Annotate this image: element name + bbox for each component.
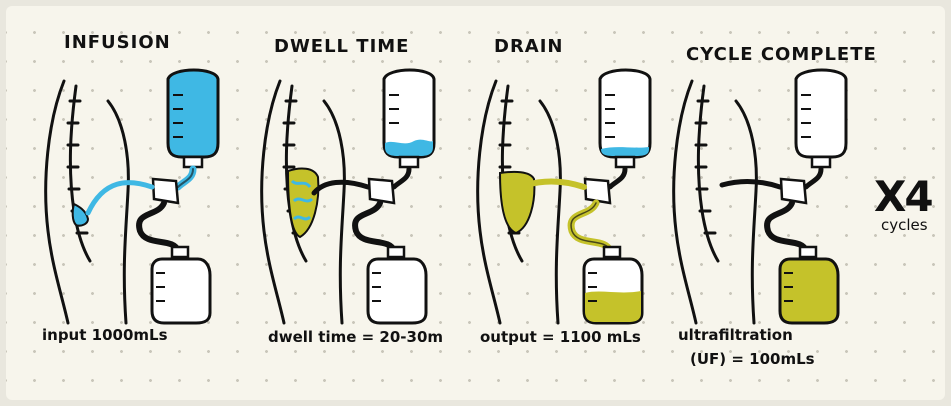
caption-uf-volume: (UF) = 100mLs: [690, 350, 815, 368]
body-silhouette-icon: [478, 81, 500, 323]
drain-bag-icon: [368, 247, 426, 323]
scene-dwell-time: [244, 61, 444, 323]
drain-bag-icon: [152, 247, 210, 323]
catheter-tube: [88, 183, 152, 213]
caption-input: input 1000mLs: [42, 326, 168, 344]
drain-bag-level: [585, 291, 641, 322]
step-title-dwell-time: DWELL TIME: [274, 36, 409, 57]
three-way-connector-icon: [781, 179, 806, 203]
three-way-connector-icon: [585, 179, 610, 203]
catheter-tube: [314, 182, 368, 193]
step-title-infusion: INFUSION: [64, 32, 171, 53]
scene-cycle-complete: [656, 61, 856, 323]
abdomen-outline: [108, 101, 128, 323]
mixed-fluid-fill: [288, 169, 318, 237]
three-way-connector-icon: [153, 179, 178, 203]
dialysate-bag-icon: [796, 70, 846, 167]
dialysate-bag-icon: [600, 70, 650, 167]
body-silhouette-icon: [674, 81, 696, 323]
cycles-label: cycles: [881, 216, 928, 234]
step-title-drain: DRAIN: [494, 36, 564, 57]
drain-bag-icon: [780, 247, 838, 323]
diagram-card: INFUSION: [6, 6, 945, 400]
spine-icon: [70, 86, 90, 261]
dialysate-fill: [73, 204, 88, 226]
body-silhouette-icon: [46, 81, 68, 323]
scene-infusion: [28, 61, 228, 323]
drain-tube: [139, 203, 178, 251]
drain-tube: [767, 203, 806, 251]
abdomen-outline: [324, 101, 344, 323]
caption-output: output = 1100 mLs: [480, 328, 641, 346]
body-silhouette-icon: [262, 81, 284, 323]
cycle-multiplier: X4: [874, 176, 932, 218]
scene-drain: [460, 61, 660, 323]
catheter-tube: [722, 182, 780, 188]
drain-tube: [355, 203, 394, 251]
three-way-connector-icon: [369, 179, 394, 203]
dialysate-bag-icon: [168, 70, 218, 167]
abdomen-outline: [540, 101, 560, 323]
caption-dwell-time: dwell time = 20-30m: [268, 328, 443, 346]
abdomen-outline: [736, 101, 756, 323]
dialysate-bag-icon: [384, 70, 434, 167]
drain-bag-icon: [584, 247, 642, 323]
caption-ultrafiltration: ultrafiltration: [678, 326, 793, 344]
spine-icon: [698, 86, 718, 261]
